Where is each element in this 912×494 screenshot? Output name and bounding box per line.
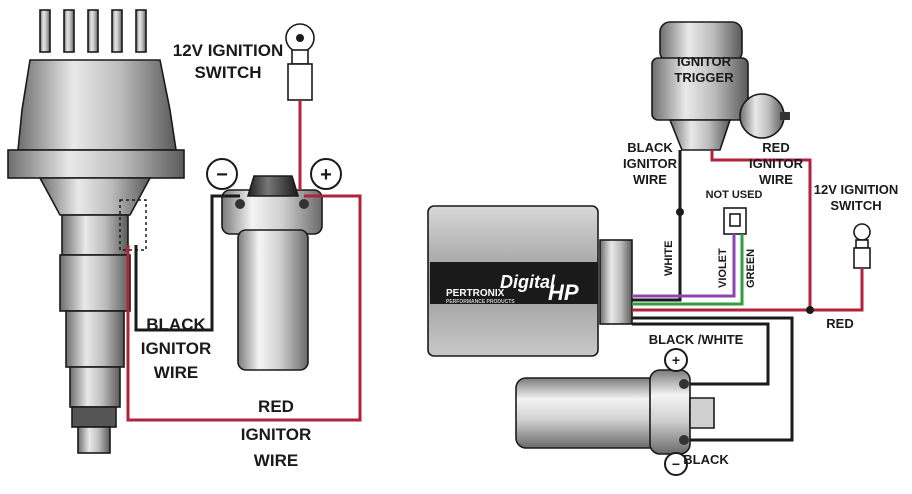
green-wire-label: GREEN — [745, 249, 757, 288]
module-brand-sub: PERFORMANCE PRODUCTS — [446, 299, 515, 305]
distributor-left — [7, 9, 185, 454]
red-ignitor-wire-left — [126, 194, 362, 422]
violet-wire-label: VIOLET — [717, 248, 729, 288]
black-white-wire-label: BLACK /WHITE — [649, 332, 744, 347]
trigger-label-line1: IGNITOR — [677, 54, 732, 69]
red-ignitor-label-line2-right: IGNITOR — [749, 156, 804, 171]
switch-label-line2-left: SWITCH — [194, 63, 261, 82]
red-wire-label-right: RED — [826, 316, 853, 331]
red-wire-label-line2-left: IGNITOR — [241, 425, 312, 444]
minus-terminal-badge-right: − — [664, 452, 688, 476]
not-used-connector — [723, 207, 747, 235]
switch-label-line1-left: 12V IGNITION — [173, 41, 284, 60]
black-ignitor-label-line1-right: BLACK — [627, 140, 673, 155]
module-product-1: Digital — [500, 272, 556, 292]
ignition-switch-right — [853, 223, 871, 269]
black-ignitor-wire-right — [632, 150, 682, 302]
plus-terminal-badge-right: + — [664, 348, 688, 372]
svg-text:+: + — [672, 352, 680, 368]
white-wire-label: WHITE — [663, 241, 675, 276]
black-wire-label-line1-left: BLACK — [146, 315, 206, 334]
module-brand: PERTRONIX — [446, 288, 505, 299]
red-ignitor-label-line1-right: RED — [762, 140, 789, 155]
black-wire-label-line3-left: WIRE — [154, 363, 198, 382]
red-wire-label-line3-left: WIRE — [254, 451, 298, 470]
red-wire-label-line1-left: RED — [258, 397, 294, 416]
black-white-wire-to-coil-plus — [632, 322, 770, 386]
red-ignitor-label-line3-right: WIRE — [759, 172, 793, 187]
black-ignitor-wire-left — [134, 194, 240, 332]
trigger-label-line2: TRIGGER — [674, 70, 734, 85]
ignition-coil-right — [515, 369, 715, 455]
black-ignitor-label-line3-right: WIRE — [633, 172, 667, 187]
switch-label-line2-right: SWITCH — [830, 198, 881, 213]
red-ignitor-wire-right — [632, 150, 812, 312]
svg-text:−: − — [672, 456, 680, 472]
distributor-right — [651, 21, 790, 151]
green-wire — [632, 234, 744, 306]
module-product-2: HP — [548, 280, 579, 305]
violet-wire — [632, 234, 736, 298]
svg-text:−: − — [216, 164, 228, 186]
plus-terminal-badge-left: + — [310, 158, 342, 190]
black-wire-label-line2-left: IGNITOR — [141, 339, 212, 358]
ignition-coil-left — [221, 175, 323, 371]
pertronix-module: PERTRONIX PERFORMANCE PRODUCTS Digital H… — [427, 205, 633, 357]
minus-terminal-badge-left: − — [206, 158, 238, 190]
black-ignitor-label-line2-right: IGNITOR — [623, 156, 678, 171]
red-wire-to-switch-right — [810, 268, 864, 312]
ignition-switch-left — [285, 23, 315, 101]
not-used-label: NOT USED — [706, 189, 763, 201]
black-wire-label-right: BLACK — [683, 452, 729, 467]
switch-label-line1-right: 12V IGNITION — [814, 182, 899, 197]
black-wire-to-coil-minus — [632, 316, 794, 442]
svg-text:+: + — [320, 164, 332, 186]
